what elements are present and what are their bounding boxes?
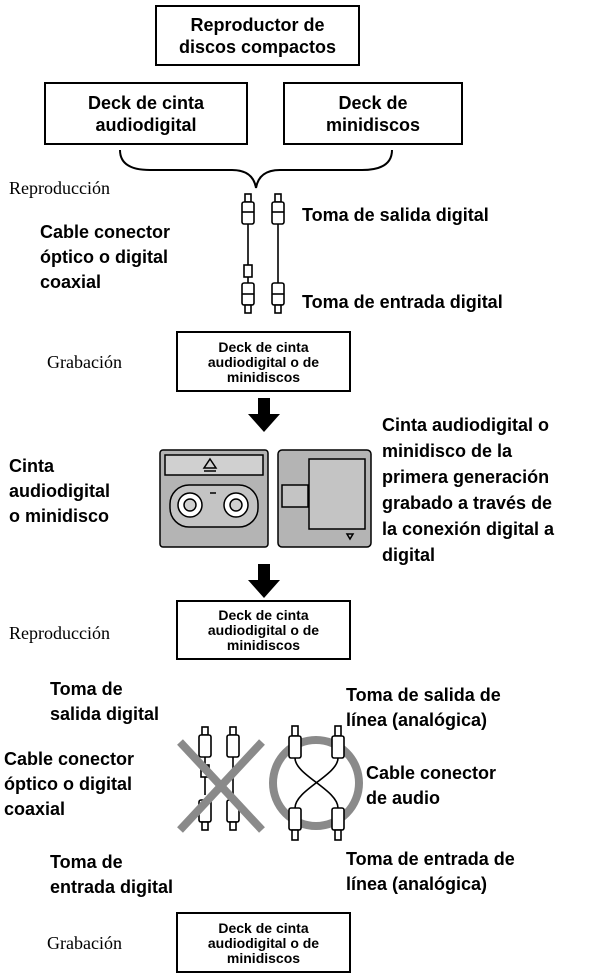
deck1-line1: Deck de cinta <box>218 338 309 355</box>
line-out-line1: Toma de salida de <box>346 685 501 705</box>
line-out-label: Toma de salida de línea (analógica) <box>346 683 501 733</box>
media-right-line3: primera generación <box>382 467 550 487</box>
digital-cable-label-2: Cable conector óptico o digital coaxial <box>4 747 134 822</box>
down-arrow-1 <box>248 398 280 432</box>
digital-cable-2-line1: Cable conector <box>4 749 135 769</box>
media-left-line1: Cinta <box>9 456 54 476</box>
dat-deck-line2: audiodigital <box>95 114 197 135</box>
deck3-line1: Deck de cinta <box>218 919 309 936</box>
media-right-line1: Cinta audiodigital o <box>382 415 549 435</box>
recording-label-2: Grabación <box>47 933 122 953</box>
recording-label-1: Grabación <box>47 352 122 372</box>
curly-brace <box>119 149 393 189</box>
not-allowed-x-mark <box>177 739 265 833</box>
minidisc-illustration <box>277 449 372 548</box>
media-left-line2: audiodigital <box>9 481 110 501</box>
deck1-line2: audiodigital o de <box>207 353 320 370</box>
deck3-line2: audiodigital o de <box>207 934 320 951</box>
cable-label-1-line2: óptico o digital <box>40 247 168 267</box>
playback-label-1: Reproducción <box>9 178 110 198</box>
media-left-line3: o minidisco <box>9 506 110 526</box>
audio-cable-line2: de audio <box>366 788 441 808</box>
cd-player-line1: Reproductor de <box>190 14 325 35</box>
deck2-line1: Deck de cinta <box>218 607 309 623</box>
line-in-line2: línea (analógica) <box>346 874 488 894</box>
media-right-line5: la conexión digital a <box>382 519 555 539</box>
deck2-line2: audiodigital o de <box>207 622 320 638</box>
deck3-line3: minidiscos <box>226 949 301 966</box>
deck2-line3: minidiscos <box>226 637 301 653</box>
media-right-line4: grabado a través de <box>382 493 553 513</box>
digital-cable-1 <box>241 193 285 314</box>
digital-out-2-line2: salida digital <box>50 704 160 724</box>
digital-in-2-line1: Toma de <box>50 852 123 872</box>
md-deck-line1: Deck de <box>338 92 408 113</box>
cable-label-1-line3: coaxial <box>40 272 102 292</box>
media-right-line2: minidisco de la <box>382 441 513 461</box>
digital-in-label-2: Toma de entrada digital <box>50 850 173 900</box>
digital-cable-2-line3: coaxial <box>4 799 66 819</box>
down-arrow-2 <box>248 564 280 598</box>
digital-in-label-1: Toma de entrada digital <box>302 292 503 312</box>
md-deck-line2: minidiscos <box>325 114 421 135</box>
playback-label-2: Reproducción <box>9 623 110 643</box>
line-out-line2: línea (analógica) <box>346 710 488 730</box>
digital-out-2-line1: Toma de <box>50 679 123 699</box>
cd-player-line2: discos compactos <box>178 36 337 57</box>
line-in-line1: Toma de entrada de <box>346 849 515 869</box>
line-in-label: Toma de entrada de línea (analógica) <box>346 847 515 897</box>
deck1-line3: minidiscos <box>226 368 301 385</box>
media-right-label: Cinta audiodigital o minidisco de la pri… <box>382 412 554 568</box>
media-left-label: Cinta audiodigital o minidisco <box>9 454 110 529</box>
digital-in-2-line2: entrada digital <box>50 877 174 897</box>
cable-label-1: Cable conector óptico o digital coaxial <box>40 220 170 295</box>
audio-cable-line1: Cable conector <box>366 763 497 783</box>
audio-cable <box>288 725 345 841</box>
approved-circle-mark <box>269 736 363 830</box>
dat-deck-line1: Deck de cinta <box>87 92 205 113</box>
cable-label-1-line1: Cable conector <box>40 222 171 242</box>
audio-cable-label: Cable conector de audio <box>366 761 496 811</box>
digital-out-label-1: Toma de salida digital <box>302 205 489 225</box>
digital-cable-2-line2: óptico o digital <box>4 774 132 794</box>
dat-cassette-illustration <box>159 449 269 548</box>
media-right-line6: digital <box>382 545 435 565</box>
digital-out-label-2: Toma de salida digital <box>50 677 159 727</box>
